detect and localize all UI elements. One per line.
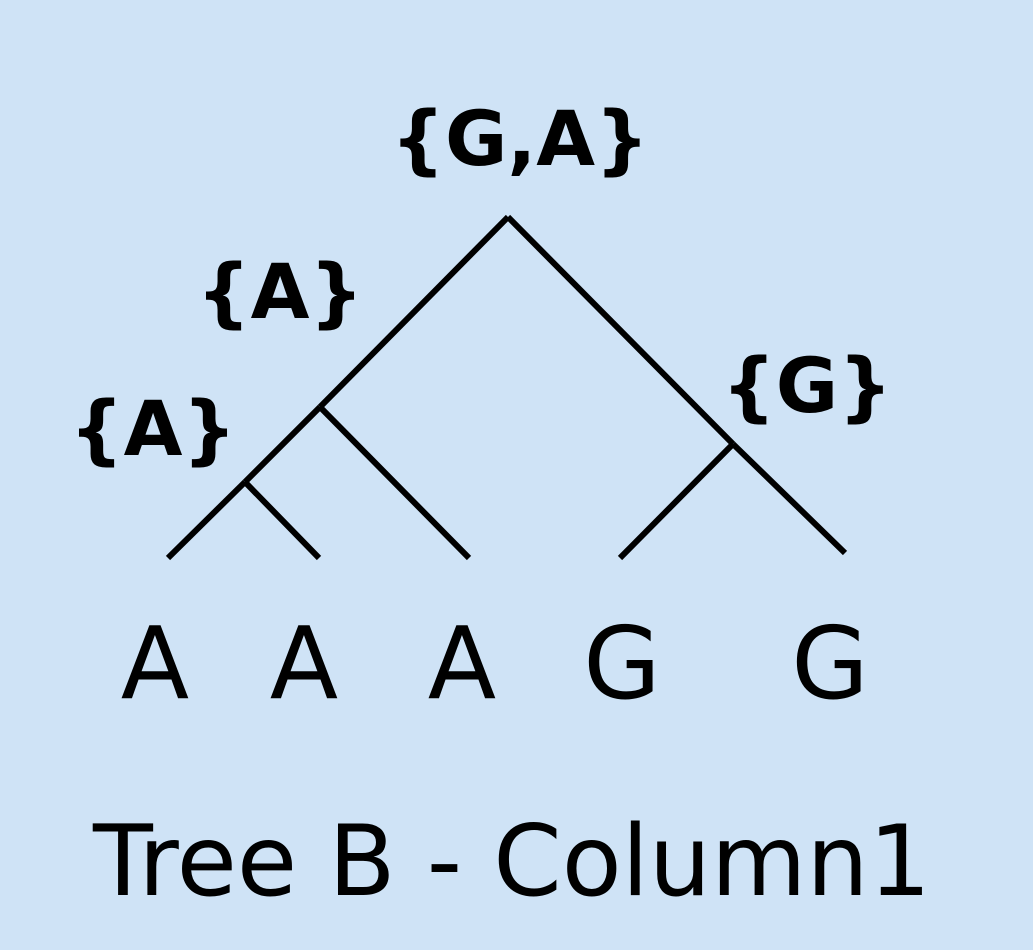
branch-root-to-left-internal bbox=[317, 214, 511, 410]
root-set-label: {G,A} bbox=[391, 94, 649, 183]
diagram-caption: Tree B - Column1 bbox=[92, 805, 931, 919]
leaf-label: G bbox=[791, 605, 869, 722]
branch-right-internal-to-leaf-5 bbox=[730, 441, 848, 556]
branch-right-internal-to-leaf-4 bbox=[617, 441, 736, 561]
left-lower-internal-set-label: {A} bbox=[69, 384, 236, 473]
leaf-label: A bbox=[428, 605, 496, 722]
branch-left-lower-internal-to-leaf-2 bbox=[242, 479, 322, 561]
branch-root-to-right-internal bbox=[505, 214, 736, 447]
leaf-label: A bbox=[270, 605, 338, 722]
right-internal-set-label: {G} bbox=[722, 341, 893, 430]
leaf-label: G bbox=[583, 605, 661, 722]
branch-left-lower-internal-to-leaf-1 bbox=[165, 479, 248, 561]
branch-left-internal-to-left-lower-internal bbox=[242, 404, 323, 485]
tree-branches bbox=[165, 214, 848, 561]
leaf-label: A bbox=[121, 605, 189, 722]
left-internal-set-label: {A} bbox=[196, 247, 363, 336]
branch-left-internal-to-leaf-3 bbox=[317, 404, 472, 561]
